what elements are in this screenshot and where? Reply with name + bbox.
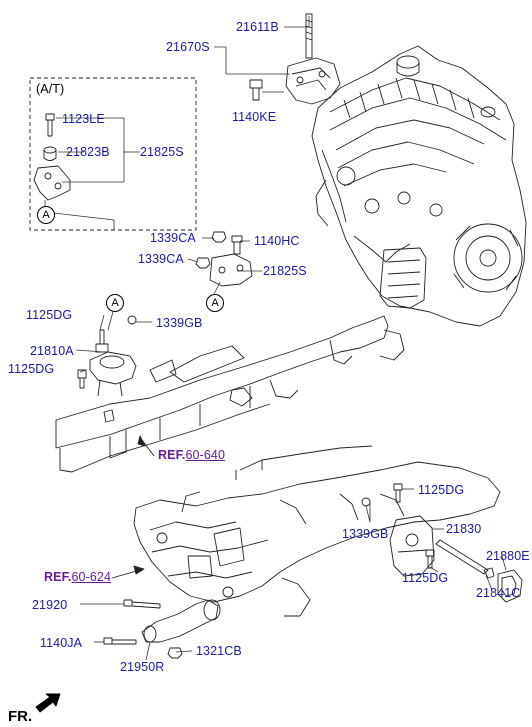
part-21880e[interactable]: 21880E (486, 549, 530, 563)
part-21825s-at[interactable]: 21825S (140, 145, 184, 159)
part-1125dg-2[interactable]: 1125DG (8, 362, 55, 376)
part-1125dg-4[interactable]: 1125DG (402, 571, 449, 585)
ref-60-624[interactable]: REF.60-624 (44, 570, 111, 584)
part-21920[interactable]: 21920 (32, 598, 68, 612)
part-21670s[interactable]: 21670S (166, 40, 210, 54)
roll-rod-21950r (103, 599, 221, 659)
ref-number: 60-640 (185, 448, 226, 462)
part-21825s[interactable]: 21825S (263, 264, 307, 278)
mount-21810a (77, 315, 137, 397)
ref-prefix: REF. (158, 448, 186, 462)
part-1140ke[interactable]: 1140KE (232, 110, 277, 124)
at-box-label: (A/T) (36, 82, 65, 96)
part-1321cb[interactable]: 1321CB (196, 644, 242, 658)
bracket-21825s (195, 231, 253, 287)
part-21830[interactable]: 21830 (446, 522, 482, 536)
callout-a-mount: A (106, 294, 124, 312)
front-side-member (55, 315, 405, 473)
part-1123le[interactable]: 1123LE (62, 112, 105, 126)
part-21611b[interactable]: 21611B (236, 20, 279, 34)
part-1339gb-1[interactable]: 1339GB (156, 316, 203, 330)
at-bracket-assembly (33, 113, 71, 201)
part-1339ca-upper[interactable]: 1339CA (150, 231, 196, 245)
part-1125dg-1[interactable]: 1125DG (26, 308, 73, 322)
part-21950r[interactable]: 21950R (120, 660, 165, 674)
ref-prefix: REF. (44, 570, 72, 584)
part-1125dg-3[interactable]: 1125DG (418, 483, 465, 497)
lower-subframe (111, 445, 501, 617)
part-21810a[interactable]: 21810A (30, 344, 74, 358)
part-21823b[interactable]: 21823B (66, 145, 110, 159)
mount-21830 (361, 483, 523, 603)
callout-a-at-box: A (37, 206, 55, 224)
ref-60-640[interactable]: REF.60-640 (158, 448, 225, 462)
part-1339gb-2[interactable]: 1339GB (342, 527, 389, 541)
ref-number: 60-624 (71, 570, 112, 584)
mount-bracket-21670s (249, 13, 341, 105)
part-1339ca-lower[interactable]: 1339CA (138, 252, 184, 266)
front-indicator: FR. (8, 708, 33, 725)
callout-a-bracket: A (206, 294, 224, 312)
part-21841c[interactable]: 21841C (476, 586, 521, 600)
part-1140hc[interactable]: 1140HC (254, 234, 300, 248)
engine-block (311, 45, 527, 327)
part-1140ja[interactable]: 1140JA (40, 636, 83, 650)
